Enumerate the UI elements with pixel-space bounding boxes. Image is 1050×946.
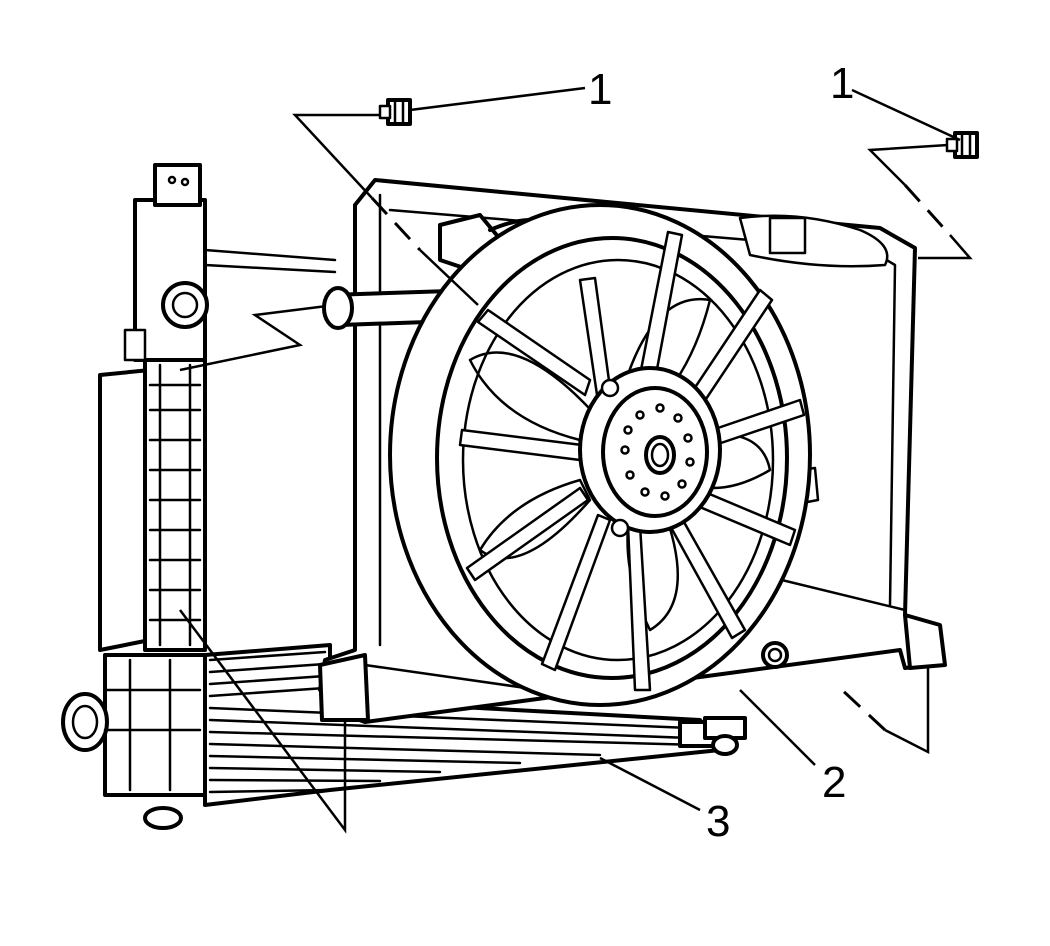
- radiator-fins: [208, 650, 702, 794]
- tank-ribs: [148, 363, 202, 647]
- callout-3: 3: [706, 797, 730, 846]
- radiator-assembly: [61, 163, 747, 834]
- callout-1-right: 1: [830, 59, 854, 108]
- radiator-core: [203, 643, 747, 807]
- leader-1-right: [851, 88, 961, 142]
- fan-shroud-assembly: [318, 178, 947, 724]
- callout-2: 2: [822, 758, 846, 807]
- fan-motor-hub: [578, 366, 722, 538]
- hub-vent-holes: [620, 403, 695, 501]
- leader-3: [599, 756, 701, 812]
- drain-hole: [761, 641, 789, 669]
- bolt-right: [945, 131, 979, 159]
- bolt-left: [378, 98, 412, 126]
- radiator-side-tank: [61, 163, 337, 830]
- callout-1-left: 1: [588, 65, 612, 114]
- leader-1-left: [409, 86, 586, 112]
- leader-2: [739, 689, 816, 766]
